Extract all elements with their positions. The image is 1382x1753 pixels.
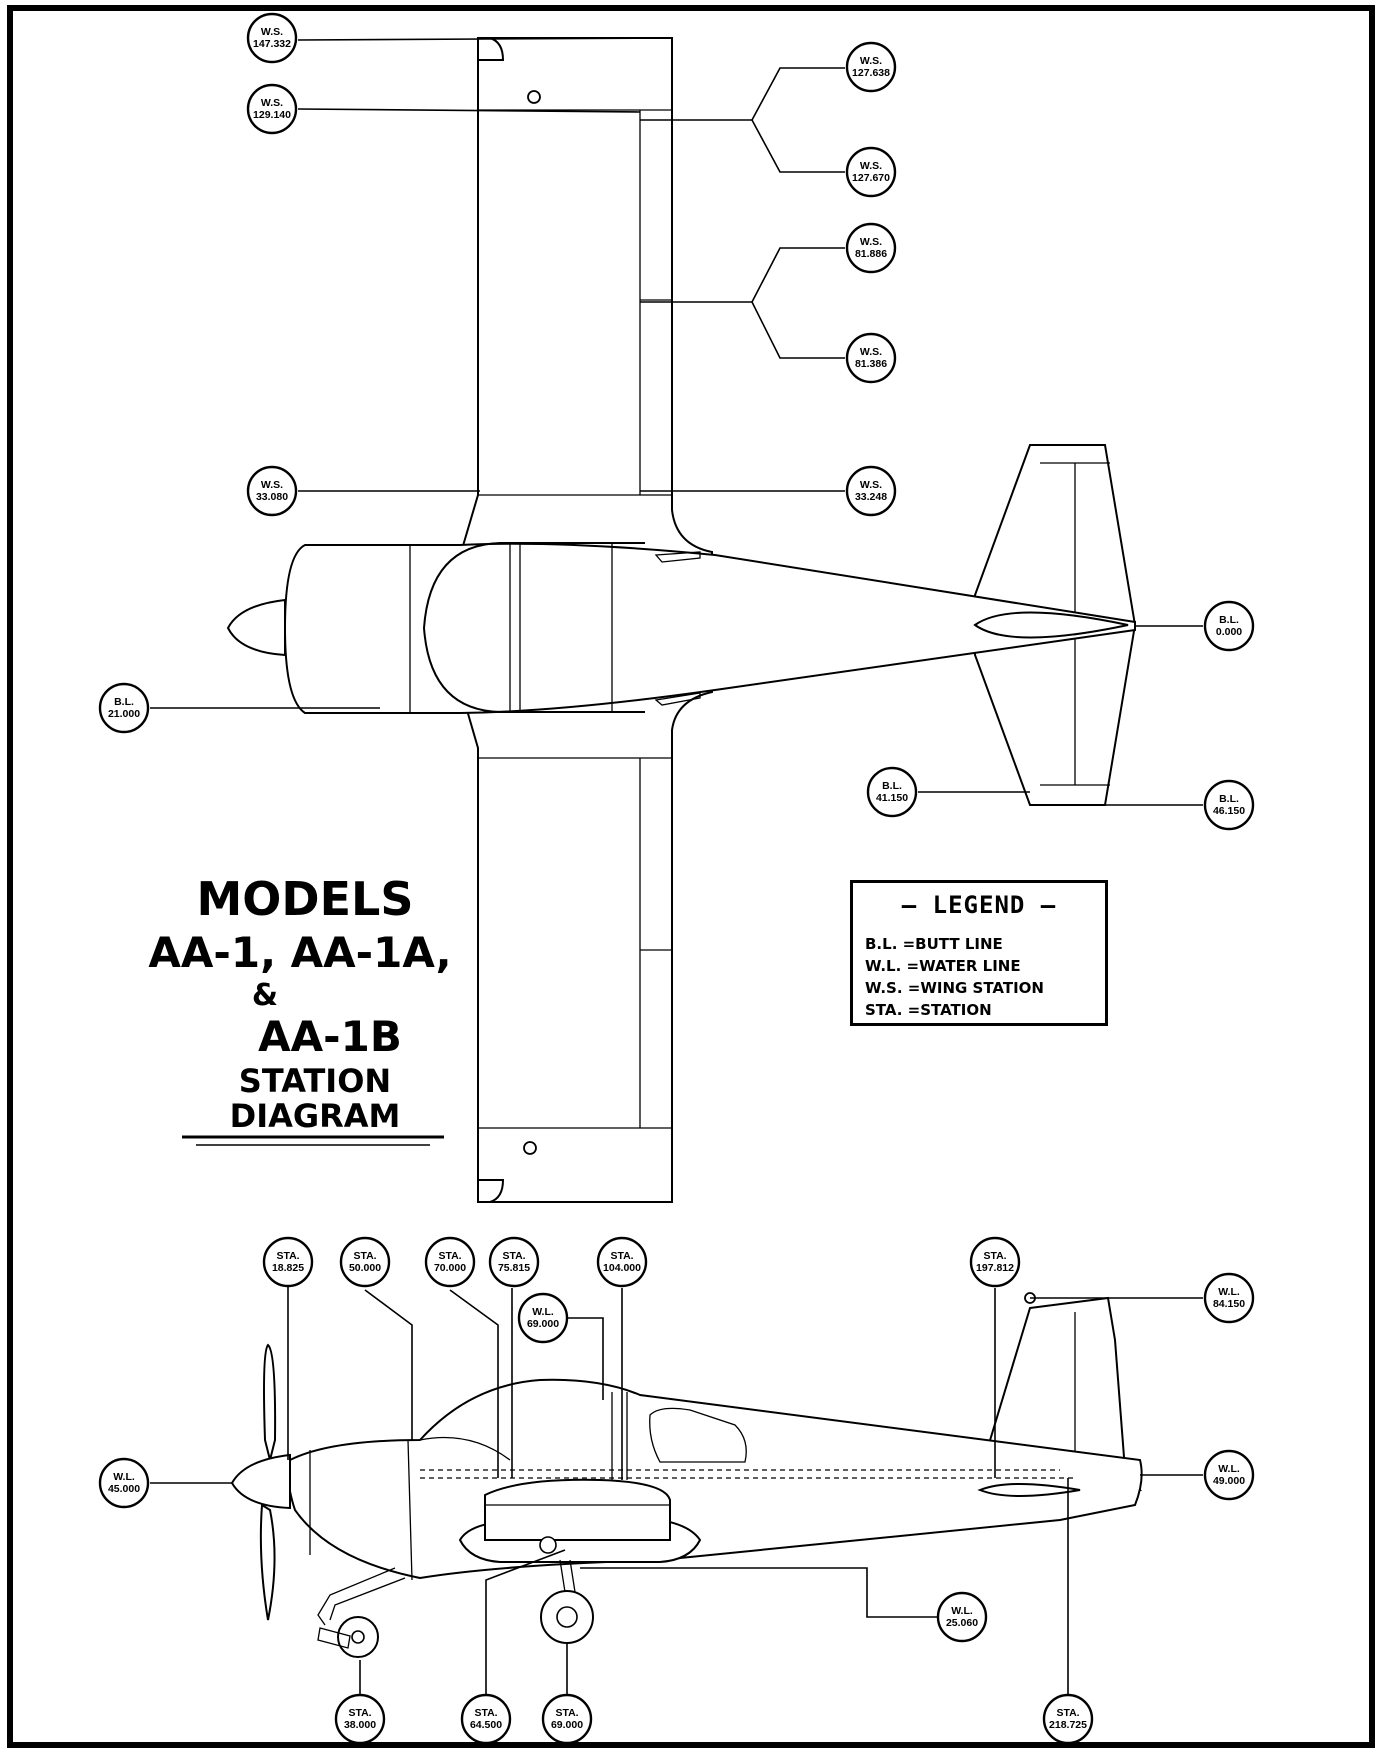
- svg-text:STA.: STA.: [555, 1707, 578, 1719]
- svg-text:B.L.: B.L.: [1219, 793, 1239, 805]
- svg-text:B.L.: B.L.: [114, 696, 134, 708]
- svg-text:B.L.: B.L.: [1219, 614, 1239, 626]
- callout-sta-104: STA.104.000: [596, 1236, 648, 1288]
- callout-sta-70: STA.70.000: [424, 1236, 476, 1288]
- svg-text:218.725: 218.725: [1049, 1719, 1087, 1731]
- svg-text:127.670: 127.670: [852, 172, 890, 184]
- callout-bl-41: B.L.41.150: [866, 766, 918, 818]
- callout-ws-81-386: W.S.81.386: [845, 332, 897, 384]
- svg-text:STA.: STA.: [502, 1250, 525, 1262]
- callout-bl-46: B.L.46.150: [1203, 779, 1255, 831]
- svg-text:0.000: 0.000: [1216, 626, 1242, 638]
- svg-text:41.150: 41.150: [876, 792, 908, 804]
- svg-text:STA.: STA.: [1056, 1707, 1079, 1719]
- svg-text:197.812: 197.812: [976, 1262, 1014, 1274]
- callout-sta-64: STA.64.500: [460, 1693, 512, 1745]
- callout-wl-25: W.L.25.060: [936, 1591, 988, 1643]
- callout-ws-129: W.S.129.140: [246, 83, 298, 135]
- callout-wl-45: W.L.45.000: [98, 1457, 150, 1509]
- svg-text:STA.: STA.: [610, 1250, 633, 1262]
- title-ampersand: &: [251, 978, 279, 1013]
- svg-text:W.S.: W.S.: [860, 160, 882, 172]
- svg-text:147.332: 147.332: [253, 38, 291, 50]
- svg-text:STA.: STA.: [474, 1707, 497, 1719]
- legend-item-sta: STA. =STATION: [865, 1001, 992, 1019]
- svg-text:STA.: STA.: [276, 1250, 299, 1262]
- callout-ws-33-080: W.S.33.080: [246, 465, 298, 517]
- callout-wl-84: W.L.84.150: [1203, 1272, 1255, 1324]
- svg-text:38.000: 38.000: [344, 1719, 376, 1731]
- svg-text:B.L.: B.L.: [882, 780, 902, 792]
- svg-text:W.L.: W.L.: [532, 1306, 554, 1318]
- callout-ws-81-886: W.S.81.886: [845, 222, 897, 274]
- callout-ws-147: W.S.147.332: [246, 12, 298, 64]
- callout-sta-197: STA.197.812: [969, 1236, 1021, 1288]
- legend-item-bl: B.L. =BUTT LINE: [865, 935, 1003, 953]
- svg-text:81.386: 81.386: [855, 358, 887, 370]
- svg-text:127.638: 127.638: [852, 67, 890, 79]
- callout-bl-21: B.L.21.000: [98, 682, 150, 734]
- svg-text:W.L.: W.L.: [113, 1471, 135, 1483]
- svg-text:21.000: 21.000: [108, 708, 140, 720]
- svg-text:46.150: 46.150: [1213, 805, 1245, 817]
- svg-text:25.060: 25.060: [946, 1617, 978, 1629]
- title-models: MODELS: [196, 872, 414, 926]
- callout-ws-33-248: W.S.33.248: [845, 465, 897, 517]
- legend-item-wl: W.L. =WATER LINE: [865, 957, 1021, 975]
- callout-sta-69: STA.69.000: [541, 1693, 593, 1745]
- title-model-aa1b: AA-1B: [258, 1012, 402, 1061]
- svg-text:STA.: STA.: [438, 1250, 461, 1262]
- svg-text:W.L.: W.L.: [1218, 1463, 1240, 1475]
- legend-title: — LEGEND —: [901, 891, 1057, 919]
- callout-sta-50: STA.50.000: [339, 1236, 391, 1288]
- legend-box: — LEGEND — B.L. =BUTT LINE W.L. =WATER L…: [850, 880, 1108, 1026]
- svg-text:STA.: STA.: [348, 1707, 371, 1719]
- side-view-leader-lines: [150, 1285, 1203, 1695]
- title-station: STATION: [238, 1062, 392, 1100]
- title-models-list: AA-1, AA-1A,: [148, 928, 452, 977]
- legend-item-ws: W.S. =WING STATION: [865, 979, 1044, 997]
- svg-text:W.S.: W.S.: [261, 479, 283, 491]
- svg-text:W.L.: W.L.: [951, 1605, 973, 1617]
- svg-text:69.000: 69.000: [551, 1719, 583, 1731]
- callout-wl-49: W.L.49.000: [1203, 1449, 1255, 1501]
- svg-text:75.815: 75.815: [498, 1262, 530, 1274]
- callout-wl-69: W.L.69.000: [517, 1292, 569, 1344]
- svg-text:STA.: STA.: [353, 1250, 376, 1262]
- callout-ws-127-638: W.S.127.638: [845, 41, 897, 93]
- callout-sta-18: STA.18.825: [262, 1236, 314, 1288]
- svg-text:W.S.: W.S.: [860, 346, 882, 358]
- callout-sta-75: STA.75.815: [488, 1236, 540, 1288]
- title-diagram: DIAGRAM: [229, 1097, 401, 1135]
- callout-sta-38: STA.38.000: [334, 1693, 386, 1745]
- page-border: [7, 5, 1375, 1748]
- callout-sta-218: STA.218.725: [1042, 1693, 1094, 1745]
- svg-text:81.886: 81.886: [855, 248, 887, 260]
- svg-text:W.S.: W.S.: [860, 236, 882, 248]
- svg-text:64.500: 64.500: [470, 1719, 502, 1731]
- svg-text:104.000: 104.000: [603, 1262, 641, 1274]
- svg-text:84.150: 84.150: [1213, 1298, 1245, 1310]
- svg-text:49.000: 49.000: [1213, 1475, 1245, 1487]
- svg-text:70.000: 70.000: [434, 1262, 466, 1274]
- aircraft-side-view: [230, 1292, 1143, 1658]
- aircraft-top-view: [226, 37, 1137, 1203]
- svg-text:18.825: 18.825: [272, 1262, 304, 1274]
- svg-text:50.000: 50.000: [349, 1262, 381, 1274]
- svg-text:STA.: STA.: [983, 1250, 1006, 1262]
- callout-ws-127-670: W.S.127.670: [845, 146, 897, 198]
- callout-bl-0: B.L.0.000: [1203, 600, 1255, 652]
- svg-text:45.000: 45.000: [108, 1483, 140, 1495]
- svg-text:69.000: 69.000: [527, 1318, 559, 1330]
- svg-text:W.S.: W.S.: [261, 97, 283, 109]
- svg-text:W.S.: W.S.: [261, 26, 283, 38]
- top-view-leader-lines: [150, 37, 1203, 806]
- svg-text:W.S.: W.S.: [860, 479, 882, 491]
- svg-text:33.080: 33.080: [256, 491, 288, 503]
- svg-text:W.L.: W.L.: [1218, 1286, 1240, 1298]
- svg-text:129.140: 129.140: [253, 109, 291, 121]
- svg-text:W.S.: W.S.: [860, 55, 882, 67]
- svg-text:33.248: 33.248: [855, 491, 887, 503]
